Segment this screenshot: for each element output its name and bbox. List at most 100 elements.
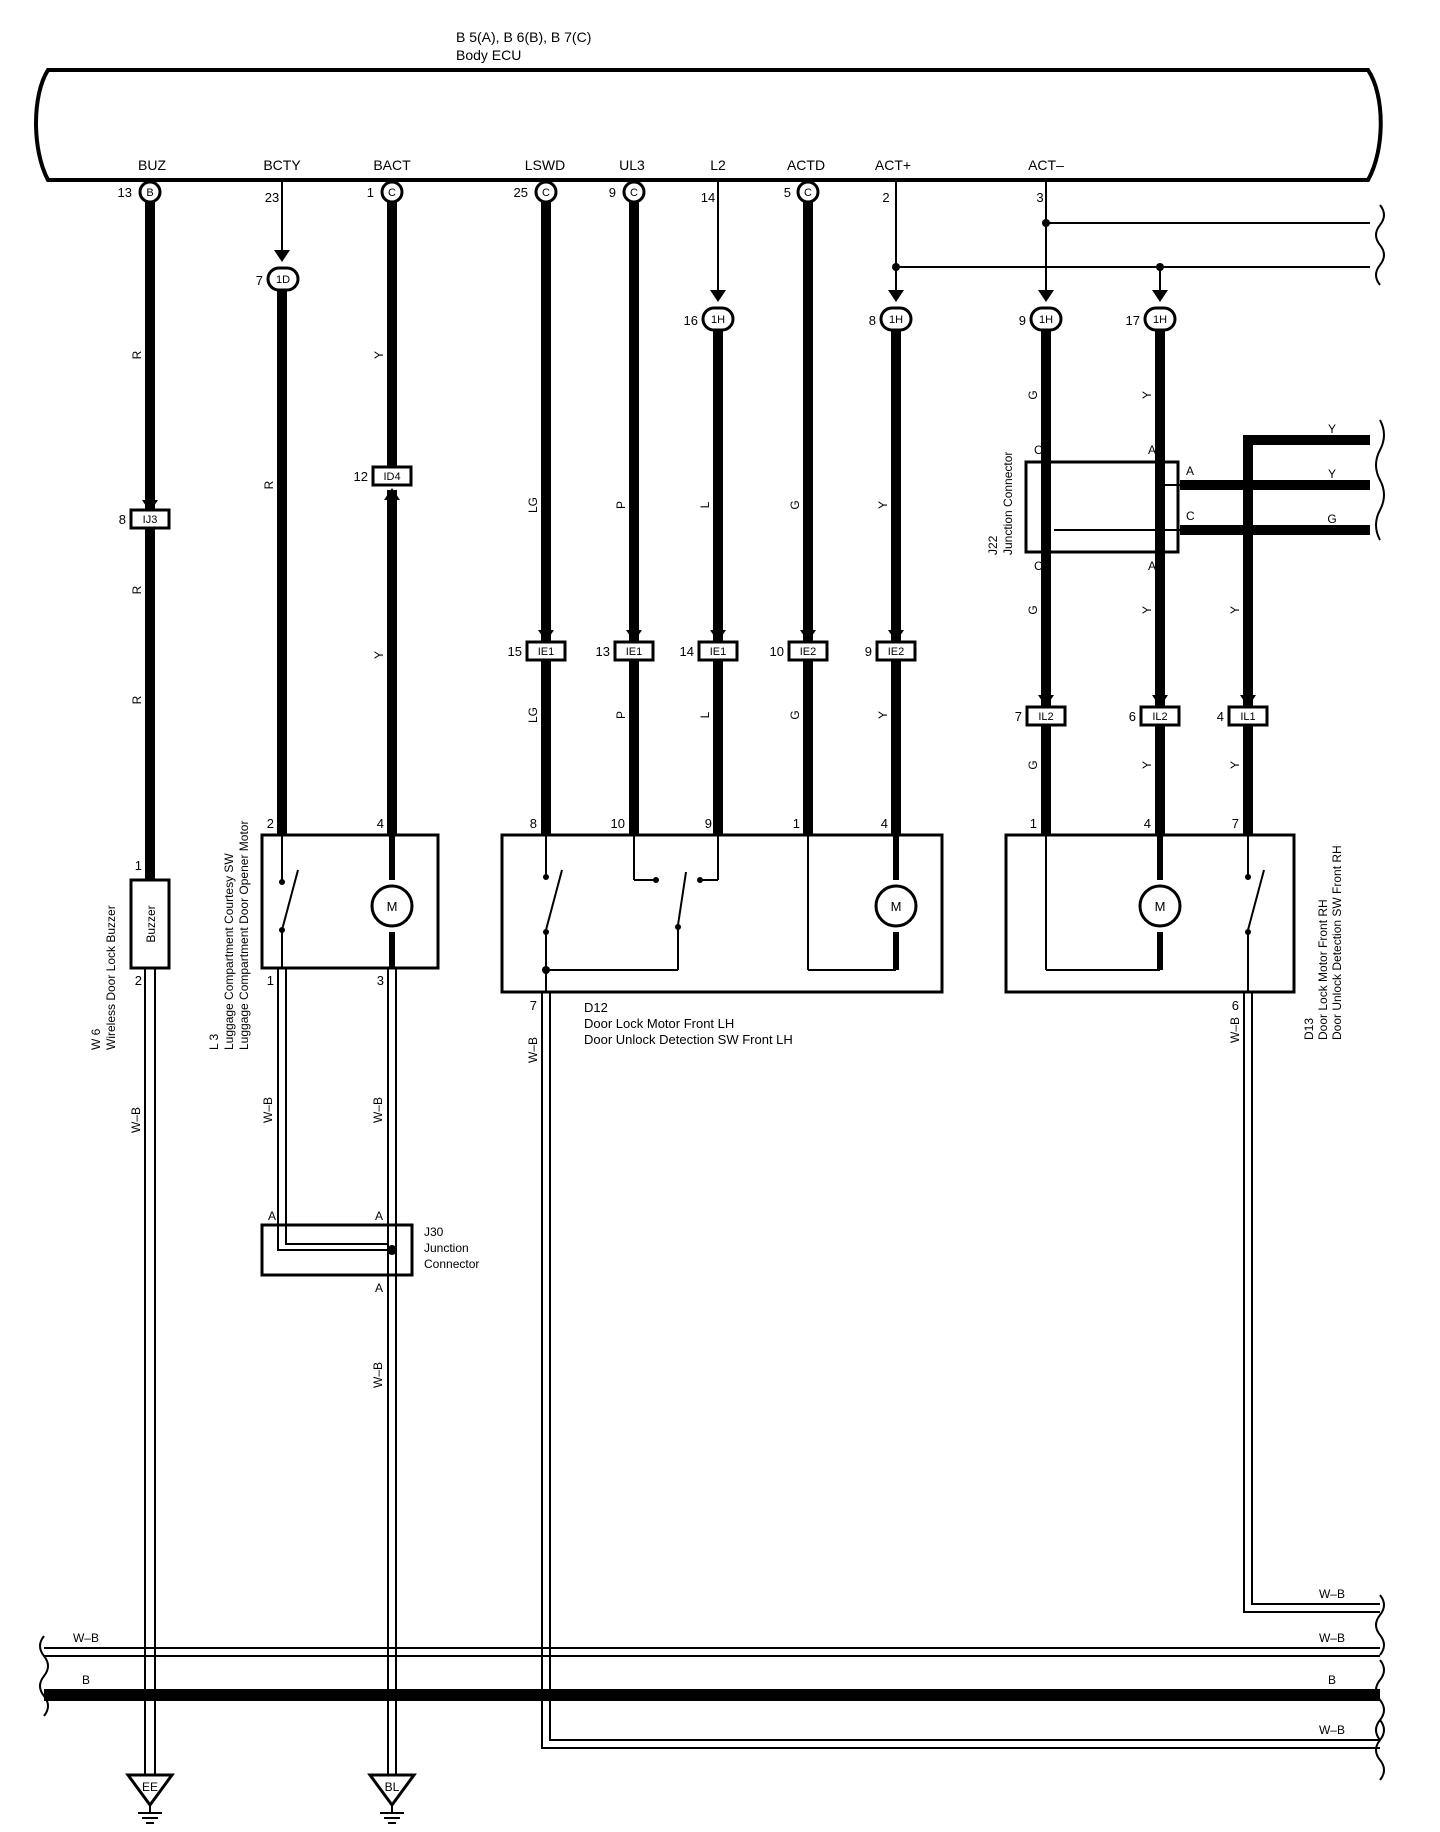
- ecu-pins: 13 B 23 1 C 25 C 9 C 14 5 C 2 3: [118, 180, 1044, 205]
- j22-name: Junction Connector: [1001, 452, 1015, 555]
- svg-text:Y: Y: [1228, 606, 1242, 614]
- component-l3: 2 4 1 3 M L 3 Luggage Compartment Courte…: [207, 816, 440, 1050]
- ground-ee: EE: [125, 1773, 175, 1824]
- svg-text:Y: Y: [876, 501, 890, 509]
- svg-text:IE1: IE1: [710, 646, 727, 658]
- pin-act-plus: 2: [882, 190, 889, 205]
- break-marks: [39, 204, 1385, 1781]
- svg-text:IE2: IE2: [888, 646, 905, 658]
- d13-ref: D13: [1302, 1018, 1316, 1040]
- svg-text:Y: Y: [1328, 422, 1336, 436]
- svg-text:1: 1: [135, 858, 142, 873]
- terminal-bcty: BCTY: [263, 157, 301, 173]
- svg-text:G: G: [1327, 512, 1336, 526]
- svg-text:Door Unlock Detection SW Front: Door Unlock Detection SW Front RH: [1330, 845, 1344, 1040]
- svg-text:IE1: IE1: [626, 646, 643, 658]
- svg-text:16: 16: [684, 313, 698, 328]
- conn-ul3: C: [630, 187, 638, 199]
- svg-text:W–B: W–B: [371, 1362, 385, 1388]
- svg-text:A: A: [1148, 443, 1156, 457]
- svg-text:1H: 1H: [1039, 314, 1053, 326]
- svg-text:12: 12: [354, 469, 368, 484]
- svg-text:7: 7: [1232, 816, 1239, 831]
- terminal-ul3: UL3: [619, 157, 645, 173]
- pin-buz: 13: [118, 185, 132, 200]
- svg-text:LG: LG: [526, 497, 540, 513]
- svg-text:G: G: [1026, 390, 1040, 399]
- svg-text:LG: LG: [526, 707, 540, 723]
- mid-pin-1d: 7: [256, 273, 263, 288]
- svg-text:9: 9: [865, 644, 872, 659]
- horizontal-wire-labels: Y Y G W–B B W–B W–B B W–B: [73, 422, 1345, 1737]
- svg-text:Luggage Compartment Courtesy S: Luggage Compartment Courtesy SW: [222, 853, 236, 1050]
- svg-text:W–B: W–B: [526, 1037, 540, 1063]
- pin-bact: 1: [367, 185, 374, 200]
- svg-text:G: G: [1026, 605, 1040, 614]
- wire-d13-ground-b: [1251, 992, 1380, 1605]
- ecu-name: Body ECU: [456, 47, 521, 63]
- svg-text:1H: 1H: [1153, 314, 1167, 326]
- svg-text:10: 10: [770, 644, 784, 659]
- svg-text:7: 7: [530, 998, 537, 1013]
- svg-text:Door Lock Motor Front LH: Door Lock Motor Front LH: [584, 1016, 734, 1031]
- svg-text:P: P: [614, 711, 628, 719]
- svg-text:10: 10: [611, 816, 625, 831]
- svg-text:6: 6: [1129, 709, 1136, 724]
- svg-text:IL1: IL1: [1240, 711, 1255, 723]
- svg-text:1H: 1H: [711, 314, 725, 326]
- l3-motor-label: M: [387, 899, 398, 914]
- svg-text:W–B: W–B: [1228, 1017, 1242, 1043]
- svg-text:Y: Y: [1328, 467, 1336, 481]
- wires: [44, 180, 1380, 1775]
- svg-text:L: L: [698, 501, 712, 508]
- svg-text:W–B: W–B: [1319, 1631, 1345, 1645]
- svg-text:Y: Y: [1140, 606, 1154, 614]
- svg-text:9: 9: [705, 816, 712, 831]
- wire-d13-ground-a: [1243, 992, 1380, 1613]
- svg-text:9: 9: [1019, 313, 1026, 328]
- svg-text:4: 4: [1144, 816, 1151, 831]
- svg-text:Luggage Compartment Door Opene: Luggage Compartment Door Opener Motor: [237, 821, 251, 1050]
- svg-text:W–B: W–B: [73, 1631, 99, 1645]
- mid-connectors: 7 1D 16 1H 8 1H 9 1H 17 1H: [256, 266, 1177, 332]
- connector-arrows: [142, 250, 1256, 707]
- conn-bact: C: [388, 187, 396, 199]
- svg-text:Junction: Junction: [424, 1241, 469, 1255]
- svg-text:A: A: [375, 1281, 383, 1295]
- terminal-act-minus: ACT–: [1028, 157, 1064, 173]
- svg-text:W–B: W–B: [1319, 1723, 1345, 1737]
- svg-text:IJ3: IJ3: [143, 514, 158, 526]
- pin-act-minus: 3: [1036, 190, 1043, 205]
- svg-text:A: A: [1148, 559, 1156, 573]
- svg-text:R: R: [130, 695, 144, 704]
- svg-text:ID4: ID4: [383, 471, 400, 483]
- buzzer-label: Buzzer: [144, 905, 158, 942]
- svg-text:G: G: [1026, 760, 1040, 769]
- svg-text:Y: Y: [372, 351, 386, 359]
- svg-text:6: 6: [1232, 998, 1239, 1013]
- l3-ref: L 3: [207, 1033, 221, 1050]
- j22-ref: J22: [986, 535, 1000, 555]
- svg-text:7: 7: [1015, 709, 1022, 724]
- svg-text:8: 8: [119, 512, 126, 527]
- svg-text:IL2: IL2: [1152, 711, 1167, 723]
- svg-text:R: R: [262, 480, 276, 489]
- svg-text:Y: Y: [1140, 761, 1154, 769]
- svg-text:15: 15: [508, 644, 522, 659]
- svg-text:G: G: [788, 710, 802, 719]
- terminal-act-plus: ACT+: [875, 157, 911, 173]
- conn-lswd: C: [542, 187, 550, 199]
- pin-bcty: 23: [265, 190, 279, 205]
- svg-text:8: 8: [530, 816, 537, 831]
- conn-buz: B: [146, 187, 153, 199]
- svg-text:3: 3: [377, 973, 384, 988]
- body-ecu-box: [34, 68, 1383, 182]
- terminal-buz: BUZ: [138, 157, 166, 173]
- svg-text:4: 4: [377, 816, 384, 831]
- svg-text:IE2: IE2: [800, 646, 817, 658]
- svg-text:B: B: [1328, 1673, 1336, 1687]
- w6-ref: W 6: [89, 1028, 103, 1050]
- svg-text:A: A: [375, 1209, 383, 1223]
- svg-text:2: 2: [135, 973, 142, 988]
- svg-text:1H: 1H: [889, 314, 903, 326]
